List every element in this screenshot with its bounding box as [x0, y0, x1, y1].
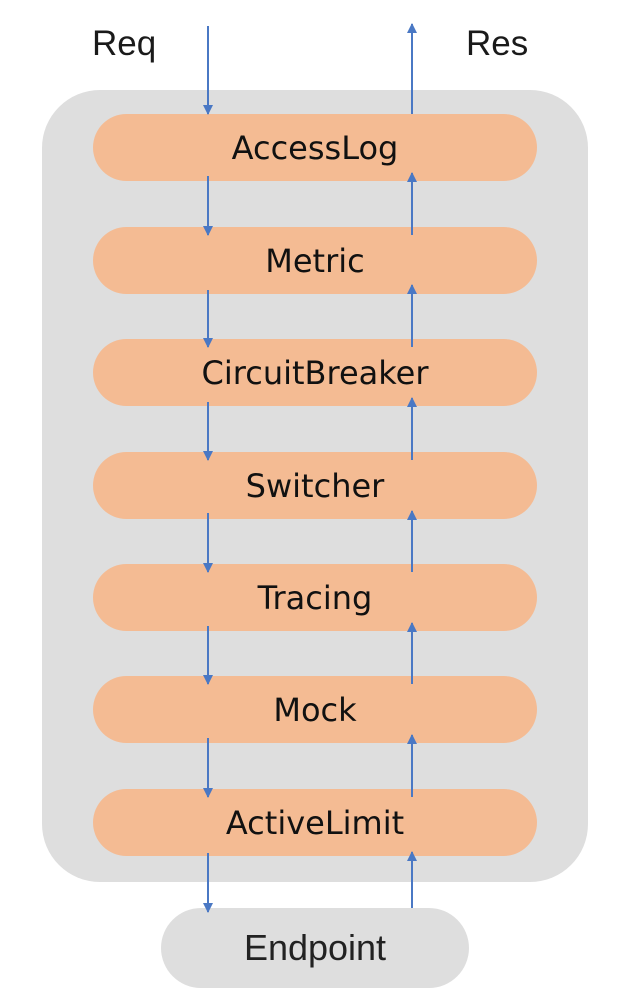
request-label: Req: [92, 24, 157, 63]
middleware-metric: Metric: [93, 227, 537, 294]
middleware-tracing: Tracing: [93, 564, 537, 631]
middleware-circuitbreaker: CircuitBreaker: [93, 339, 537, 406]
endpoint-node: Endpoint: [161, 908, 469, 988]
middleware-activelimit: ActiveLimit: [93, 789, 537, 856]
middleware-accesslog: AccessLog: [93, 114, 537, 181]
middleware-mock: Mock: [93, 676, 537, 743]
response-label: Res: [466, 24, 529, 63]
middleware-switcher: Switcher: [93, 452, 537, 519]
